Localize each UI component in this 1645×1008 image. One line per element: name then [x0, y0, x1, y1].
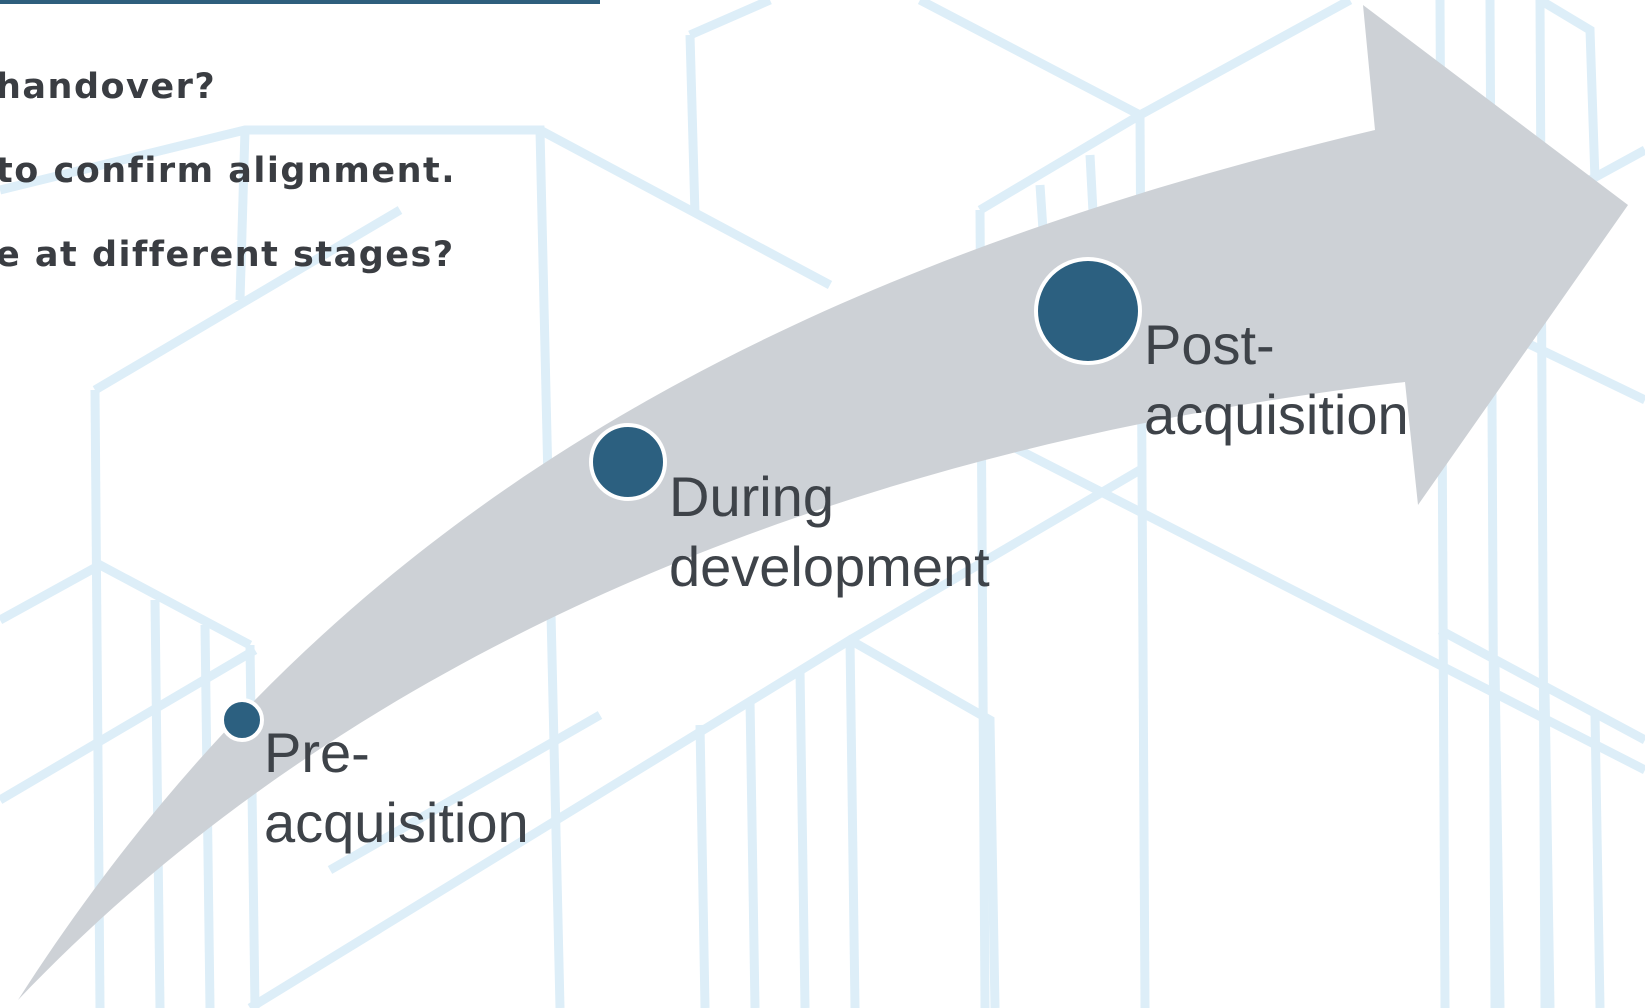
stage-label-line: Post-	[1144, 313, 1275, 376]
stage-label-during-development: During development	[669, 462, 990, 602]
question-item: to confirm alignment.	[0, 151, 457, 191]
title-underline	[0, 0, 600, 4]
progress-arrow	[18, 5, 1628, 1000]
question-item: handover?	[0, 67, 217, 107]
stage-marker-during-development	[589, 423, 667, 501]
stage-label-line: development	[669, 535, 990, 598]
stage-label-line: During	[669, 465, 834, 528]
question-list: handover? to confirm alignment. e at dif…	[0, 66, 456, 318]
stage-label-post-acquisition: Post- acquisition	[1144, 310, 1409, 450]
stage-marker-pre-acquisition	[220, 698, 264, 742]
stage-label-line: Pre-	[264, 721, 370, 784]
stage-label-line: acquisition	[1144, 383, 1409, 446]
stage-marker-post-acquisition	[1034, 257, 1142, 365]
stage-label-line: acquisition	[264, 791, 529, 854]
question-item: e at different stages?	[0, 235, 455, 275]
stage-label-pre-acquisition: Pre- acquisition	[264, 718, 529, 858]
